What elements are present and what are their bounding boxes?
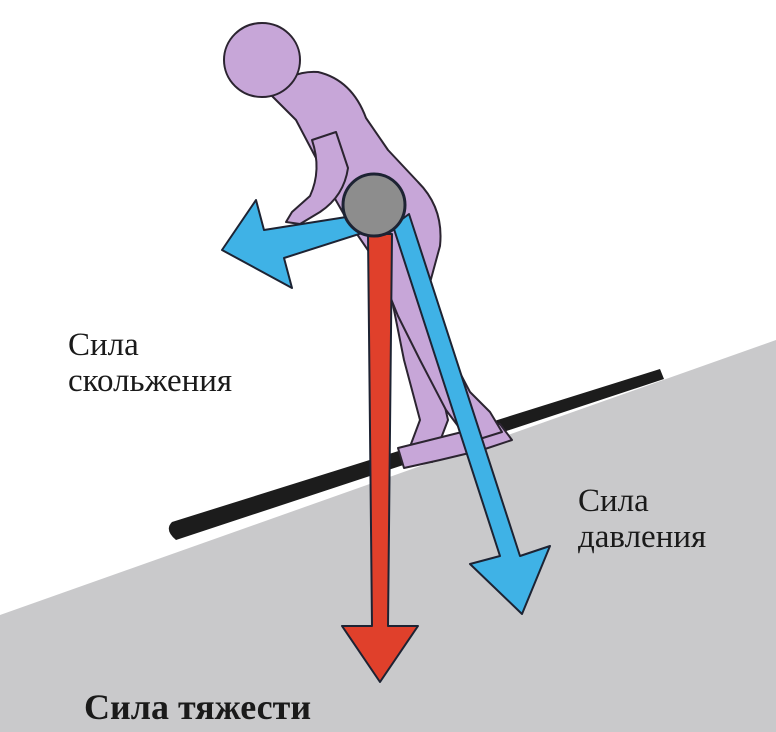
pressure-force-label: Сила давления	[578, 483, 707, 555]
gravity-force-arrow	[341, 233, 419, 683]
center-of-mass-icon	[341, 172, 407, 238]
skier-arm	[285, 131, 349, 225]
sliding-force-label-line1: Сила	[68, 327, 139, 363]
sliding-force-label: Сила скольжения	[68, 327, 233, 399]
pressure-force-label-line1: Сила	[578, 483, 649, 519]
pressure-force-arrow	[392, 213, 551, 615]
skier-head	[223, 22, 301, 98]
gravity-force-label: Сила тяжести	[84, 687, 312, 727]
sliding-force-label-line2: скольжения	[68, 362, 233, 399]
pressure-force-label-line2: давления	[578, 518, 707, 555]
